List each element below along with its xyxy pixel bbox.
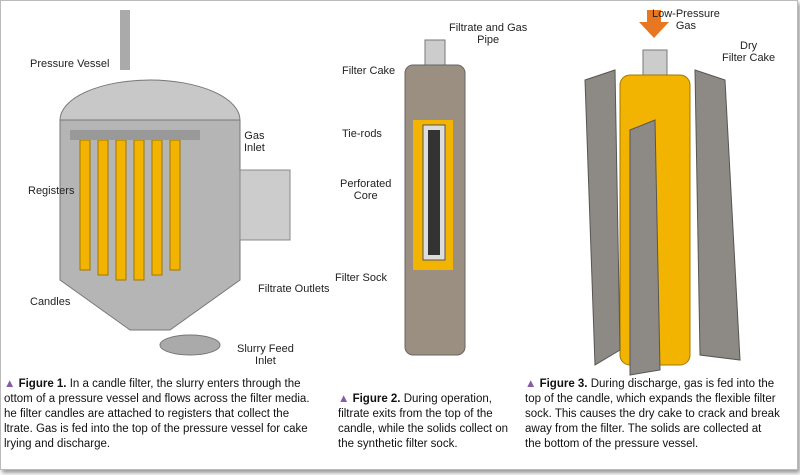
candle-cross-section-illustration	[404, 39, 466, 356]
figure1-caption: ▲ Figure 1. In a candle filter, the slur…	[4, 378, 310, 450]
label-filtrate-outlets: Filtrate Outlets	[258, 283, 330, 295]
label-gas-inlet: Gas Inlet	[244, 130, 265, 154]
label-perforated-core: Perforated Core	[340, 178, 392, 202]
figure3-caption: ▲ Figure 3. During discharge, gas is fed…	[525, 378, 780, 450]
label-low-pressure-gas: Low-Pressure Gas	[652, 8, 720, 32]
pressure-vessel-illustration	[59, 10, 291, 356]
label-dry-filter-cake: Dry Filter Cake	[722, 40, 776, 64]
label-filter-cake: Filter Cake	[342, 65, 396, 77]
label-slurry-feed-inlet: Slurry Feed Inlet	[237, 343, 294, 367]
label-filtrate-gas-pipe: Filtrate and Gas Pipe	[449, 22, 528, 46]
candle-discharge-illustration	[584, 10, 741, 376]
label-registers: Registers	[28, 185, 75, 197]
label-filter-sock: Filter Sock	[335, 272, 387, 284]
label-candles: Candles	[30, 296, 71, 308]
label-pressure-vessel: Pressure Vessel	[30, 58, 110, 70]
label-tie-rods: Tie-rods	[342, 128, 382, 140]
figure2-caption: ▲ Figure 2. During operation, filtrate e…	[338, 393, 509, 450]
